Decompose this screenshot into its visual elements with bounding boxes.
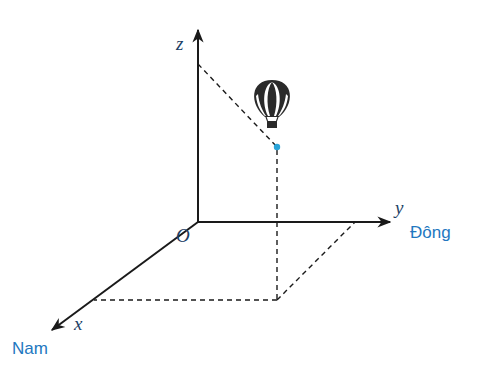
hot-air-balloon: [254, 80, 290, 128]
direction-label: Đông: [410, 224, 451, 241]
projection-lines: [94, 64, 355, 300]
axis-name: y: [395, 198, 403, 217]
axis-name: x: [74, 314, 82, 333]
z-axis: [197, 30, 199, 222]
y-axis: [198, 221, 390, 223]
direction-label: Nam: [12, 340, 48, 357]
balloon-point: [274, 144, 280, 150]
origin-name: O: [176, 226, 190, 245]
x-axis: [52, 222, 198, 330]
axis-name: z: [176, 34, 183, 53]
